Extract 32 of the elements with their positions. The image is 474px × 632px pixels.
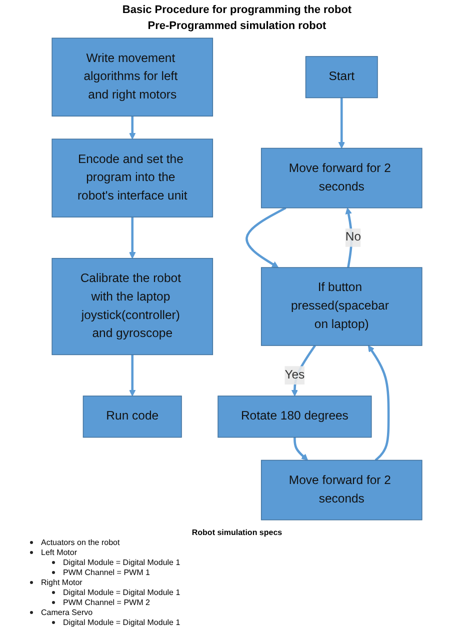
bullet-item: Digital Module = Digital Module 1 (63, 618, 180, 627)
arrow (291, 344, 316, 396)
node-box: If button pressed(spacebar on laptop) (260, 267, 422, 346)
node-box: Move forward for 2 seconds (260, 148, 422, 208)
bullet-item: Actuators on the robot (41, 538, 120, 547)
node-box: Run code (82, 396, 182, 438)
bullet-item: PWM Channel = PWM 1 (63, 568, 150, 577)
bullet-item: Camera Servo (41, 608, 93, 617)
node-box: Encode and set the program into the robot's interface unit (52, 138, 214, 218)
arrow (345, 208, 353, 268)
bullet-item: PWM Channel = PWM 2 (63, 598, 150, 607)
node-box: Rotate 180 degrees (218, 396, 372, 438)
node-box: Calibrate the robot with the laptop joystick(controller) and gyroscope (52, 258, 214, 356)
arrow (294, 437, 308, 461)
arrow (129, 116, 136, 140)
edge-label: Yes (284, 368, 305, 382)
bullet-item: Digital Module = Digital Module 1 (63, 558, 180, 567)
edge-label: No (345, 230, 361, 244)
arrow (368, 345, 390, 462)
arrow (129, 217, 136, 259)
diagram-title: Basic Procedure for programming the robot (122, 4, 352, 16)
node-box: Move forward for 2 seconds (260, 460, 422, 520)
bullet-item: Right Motor (41, 578, 82, 587)
node-box: Start (305, 56, 378, 98)
arrow (338, 98, 345, 149)
node-box: Write movement algorithms for left and right motors (52, 38, 214, 116)
arrow (129, 354, 136, 396)
arrow (246, 206, 286, 268)
section-heading: Pre-Programmed simulation robot (148, 20, 326, 32)
bullet-item: Left Motor (41, 548, 78, 557)
section-heading: Robot simulation specs (190, 528, 284, 537)
bullet-item: Digital Module = Digital Module 1 (63, 588, 180, 597)
